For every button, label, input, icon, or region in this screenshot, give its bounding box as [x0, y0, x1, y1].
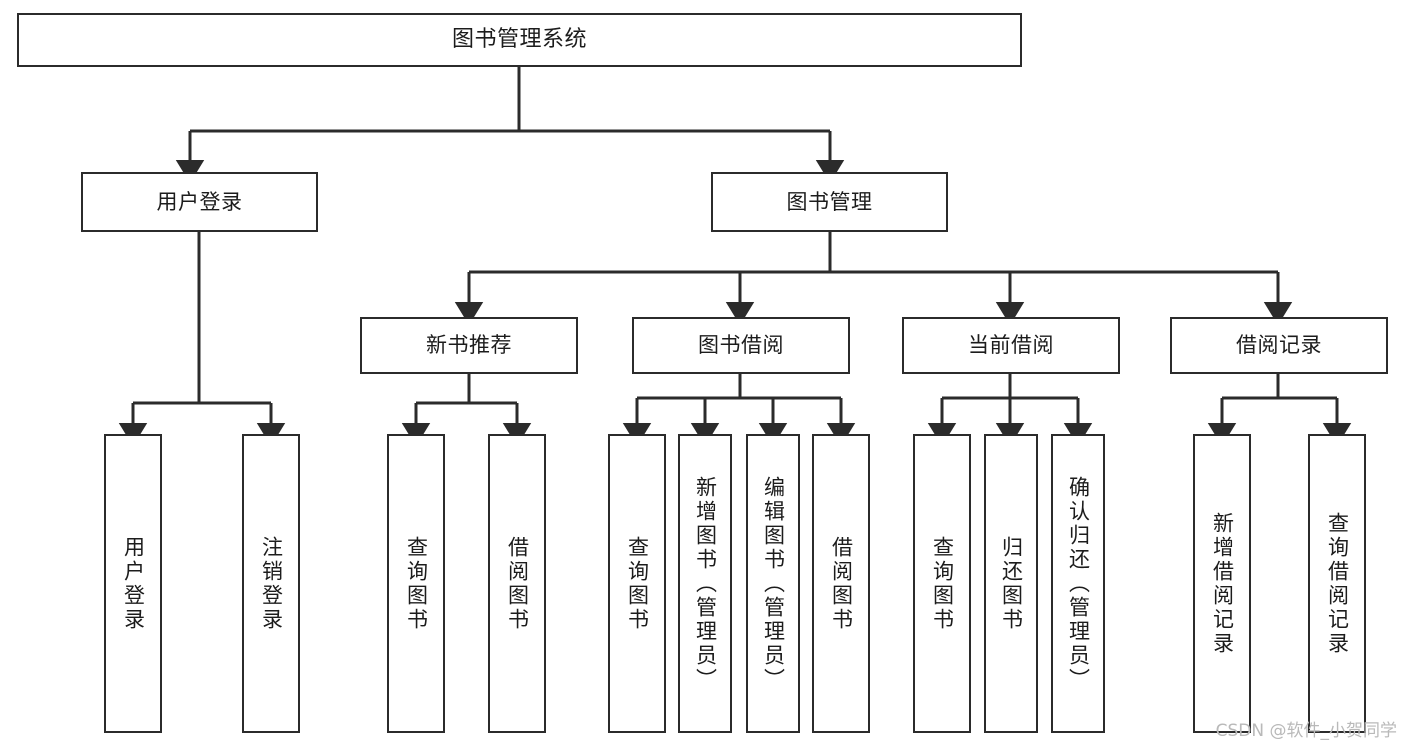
- node-label: 用户登录: [156, 189, 243, 214]
- node-label: 归还图书: [999, 535, 1024, 632]
- leaf-borrow-book[interactable]: 借阅图书: [812, 434, 870, 733]
- leaf-query-book-recommend[interactable]: 查询图书: [387, 434, 445, 733]
- leaf-borrow-book-recommend[interactable]: 借阅图书: [488, 434, 546, 733]
- node-current-borrow[interactable]: 当前借阅: [902, 317, 1120, 374]
- node-book-borrow[interactable]: 图书借阅: [632, 317, 850, 374]
- node-book-management[interactable]: 图书管理: [711, 172, 948, 232]
- node-label: 当前借阅: [968, 333, 1054, 358]
- node-label: 注销登录: [259, 535, 284, 632]
- node-label: 查询图书: [930, 535, 955, 632]
- node-label: 借阅记录: [1236, 333, 1322, 358]
- leaf-add-book[interactable]: 新增图书（管理员）: [678, 434, 732, 733]
- leaf-edit-book[interactable]: 编辑图书（管理员）: [746, 434, 800, 733]
- node-label: 用户登录: [121, 535, 146, 632]
- leaf-confirm-return[interactable]: 确认归还（管理员）: [1051, 434, 1105, 733]
- node-label: 借阅图书: [829, 535, 854, 632]
- node-user-login[interactable]: 用户登录: [81, 172, 318, 232]
- node-label: 图书借阅: [698, 333, 784, 358]
- node-label: 查询借阅记录: [1325, 511, 1350, 656]
- node-label: 借阅图书: [505, 535, 530, 632]
- node-label: 确认归还（管理员）: [1066, 475, 1091, 692]
- node-label: 图书管理系统: [451, 27, 587, 53]
- leaf-query-book-borrow[interactable]: 查询图书: [608, 434, 666, 733]
- leaf-query-borrow-record[interactable]: 查询借阅记录: [1308, 434, 1366, 733]
- node-label: 新增图书（管理员）: [693, 475, 718, 692]
- leaf-user-login[interactable]: 用户登录: [104, 434, 162, 733]
- leaf-return-book[interactable]: 归还图书: [984, 434, 1038, 733]
- node-label: 查询图书: [404, 535, 429, 632]
- node-root-book-management-system[interactable]: 图书管理系统: [17, 13, 1022, 67]
- node-borrow-record[interactable]: 借阅记录: [1170, 317, 1388, 374]
- node-label: 新增借阅记录: [1210, 511, 1235, 656]
- leaf-query-book-current[interactable]: 查询图书: [913, 434, 971, 733]
- node-label: 查询图书: [625, 535, 650, 632]
- csdn-watermark: CSDN @软件_小贺同学: [1215, 721, 1397, 741]
- node-label: 图书管理: [786, 189, 873, 214]
- leaf-add-borrow-record[interactable]: 新增借阅记录: [1193, 434, 1251, 733]
- node-label: 新书推荐: [426, 333, 512, 358]
- node-label: 编辑图书（管理员）: [761, 475, 786, 692]
- node-new-book-recommend[interactable]: 新书推荐: [360, 317, 578, 374]
- leaf-logout-login[interactable]: 注销登录: [242, 434, 300, 733]
